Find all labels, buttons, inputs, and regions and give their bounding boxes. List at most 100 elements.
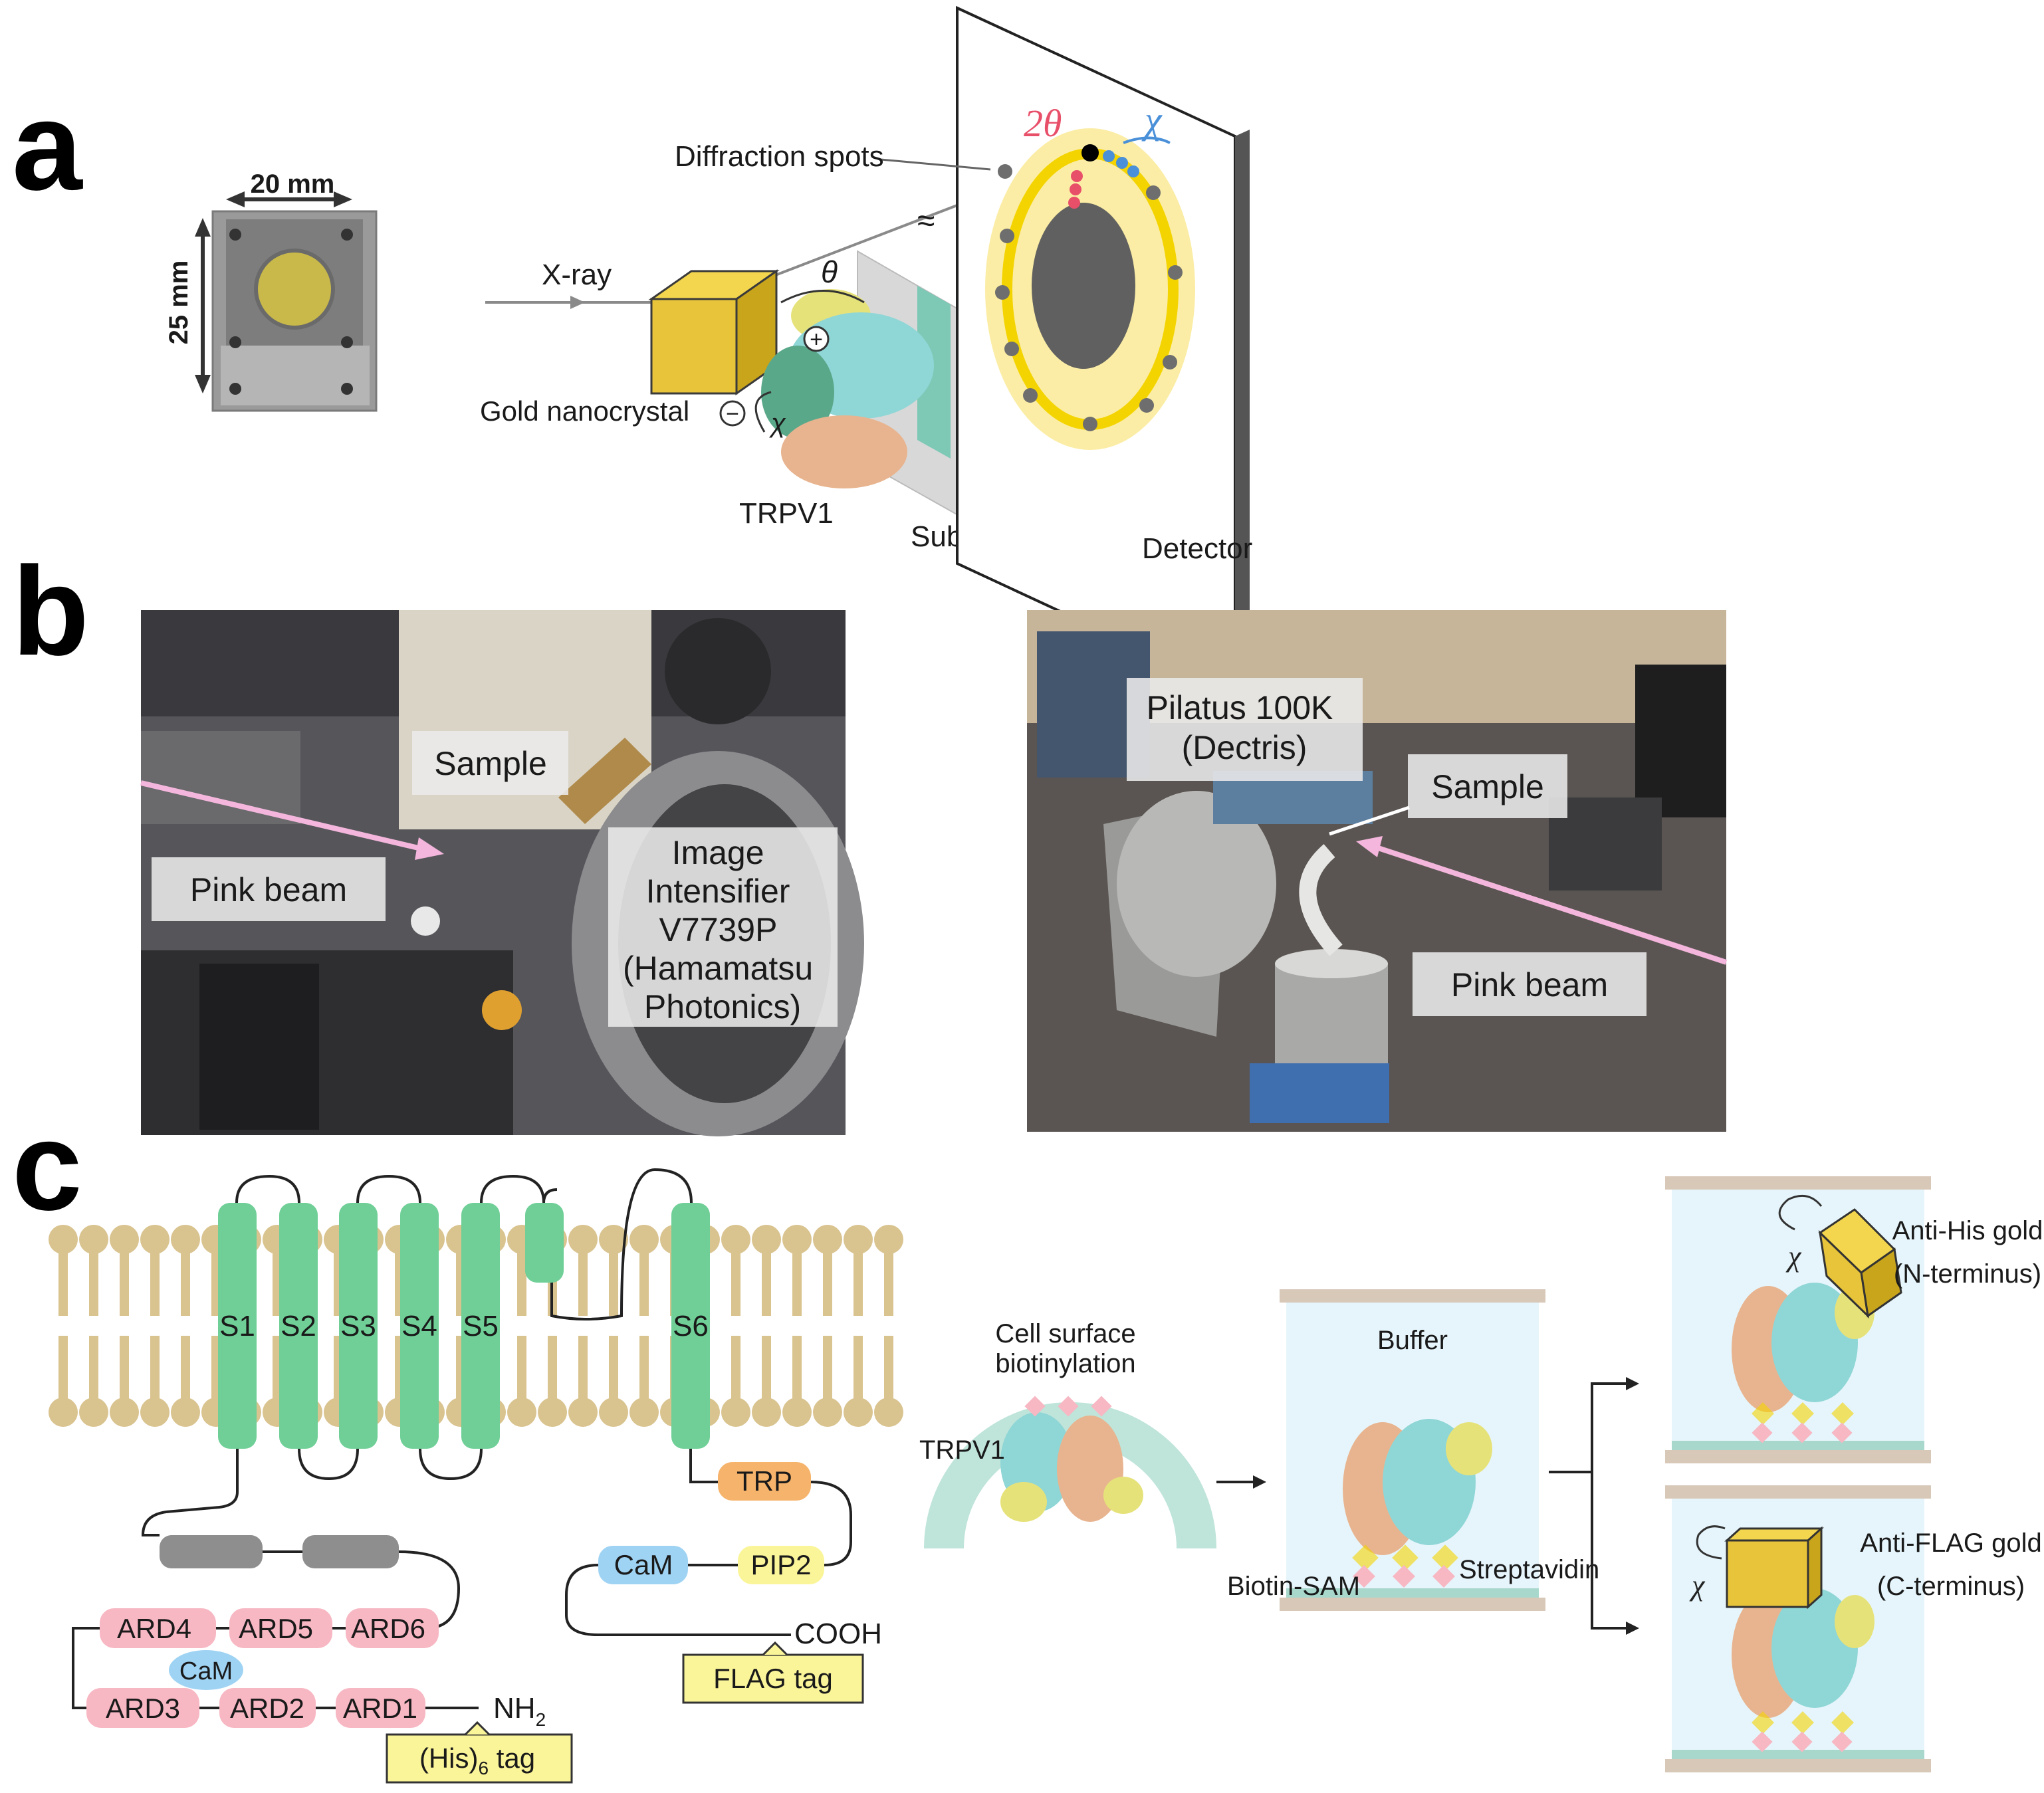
lipid-head [629, 1398, 659, 1427]
diffraction-spots-label: Diffraction spots [675, 140, 884, 173]
panel-letter-a: a [12, 76, 83, 217]
cooh-label: COOH [794, 1618, 882, 1650]
biotin-sam-label: Biotin-SAM [1227, 1572, 1360, 1601]
ankyrin-repeat-domains [86, 1608, 439, 1728]
helix-s6 [671, 1203, 710, 1449]
lipid-tail [609, 1336, 618, 1402]
lipid-head [140, 1225, 170, 1254]
n-terminal-helices [160, 1535, 399, 1568]
helix-s1 [218, 1203, 257, 1449]
lipid-tail [823, 1249, 832, 1316]
his-tag-label: (His)6 tag [419, 1742, 535, 1778]
detector: 2θ χ [956, 5, 1250, 695]
panel-b-right-photo: Pilatus 100K (Dectris) Sample Pink beam [1027, 610, 1728, 1132]
sample-label-right: Sample [1431, 768, 1544, 805]
chamber-bottom-plate [1280, 1598, 1545, 1611]
lipid-head [782, 1398, 812, 1427]
cam-n-terminal [169, 1650, 243, 1690]
trpv1-label: TRPV1 [739, 497, 834, 530]
chi-spots [1103, 150, 1139, 177]
streptavidin-layer [1352, 1544, 1458, 1588]
ard3-label: ARD3 [106, 1693, 180, 1724]
chi-rotation-arc [754, 391, 772, 433]
ard3 [86, 1688, 199, 1728]
lipid-tail [609, 1249, 618, 1316]
lipid-head [752, 1398, 781, 1427]
sample-holder [211, 210, 378, 412]
lipid-head [752, 1225, 781, 1254]
lipid-tail [578, 1249, 588, 1316]
theta-symbol: θ [821, 255, 838, 289]
panel-c-topology: S1 S2 S3 S4 S5 S6 [49, 1168, 903, 1784]
two-theta-spots [1068, 170, 1083, 209]
lipid-head [110, 1398, 139, 1427]
lipid-head [49, 1398, 78, 1427]
lipid-head [813, 1225, 842, 1254]
theta-arc [780, 290, 865, 304]
lipid-head [874, 1398, 903, 1427]
lipid-tail [517, 1336, 526, 1402]
lipid-head [538, 1398, 567, 1427]
lipid-tail [884, 1336, 893, 1402]
trpv1-on-cell [1000, 1396, 1143, 1522]
his-tag-box [386, 1733, 573, 1784]
lipid-tail [150, 1336, 160, 1402]
lipid-head [49, 1225, 78, 1254]
lipid-tail [823, 1336, 832, 1402]
sample-width-label: 20 mm [251, 169, 335, 199]
anti-flag-label-2: (C-terminus) [1877, 1572, 2025, 1601]
trp-label: TRP [737, 1465, 792, 1497]
lipid-head [782, 1225, 812, 1254]
helix-s3 [339, 1203, 378, 1449]
two-theta-symbol: 2θ [1024, 102, 1062, 145]
ard6 [346, 1608, 439, 1648]
anti-flag-gold-cube [1724, 1526, 1824, 1610]
lipid-head [507, 1398, 536, 1427]
lipid-tail [517, 1249, 526, 1316]
ard1 [336, 1688, 425, 1728]
minus-rotation-marker [719, 400, 746, 427]
gold-cube [648, 269, 780, 395]
beam-break-mark: ≈ [917, 203, 935, 239]
lipid-tail [58, 1249, 68, 1316]
lipid-head [844, 1225, 873, 1254]
lipid-head [171, 1398, 200, 1427]
lipid-tail [731, 1249, 740, 1316]
lipid-head [721, 1225, 750, 1254]
lipid-tail [853, 1249, 863, 1316]
panel-letter-c: c [12, 1096, 82, 1237]
xray-label: X-ray [542, 259, 612, 291]
anti-his-gold-cube [1818, 1208, 1902, 1319]
pilatus-label-box [1127, 678, 1363, 781]
lipid-head [599, 1225, 628, 1254]
helix-s2-label: S2 [281, 1310, 316, 1342]
lipid-head [568, 1225, 598, 1254]
anti-his-label-1: Anti-His gold [1892, 1216, 2043, 1245]
ard4-label: ARD4 [117, 1613, 191, 1644]
lipid-tail [548, 1336, 557, 1402]
sample-label-box-right [1408, 754, 1567, 818]
ard5 [229, 1608, 332, 1648]
lipid-tail [884, 1249, 893, 1316]
lipid-head [874, 1225, 903, 1254]
lipid-head [813, 1398, 842, 1427]
ard2 [219, 1688, 316, 1728]
helix-s5-label: S5 [463, 1310, 499, 1342]
lipid-tail [89, 1249, 98, 1316]
anti-his-label-2: (N-terminus) [1894, 1259, 2041, 1289]
lipid-tail [58, 1336, 68, 1402]
lipid-tail [762, 1336, 771, 1402]
sample-height-label: 25 mm [164, 261, 193, 345]
lipid-tail [120, 1249, 129, 1316]
trpv1-on-substrate [1343, 1419, 1492, 1555]
buffer-label: Buffer [1377, 1326, 1448, 1355]
cell-surface-label-2: biotinylation [995, 1349, 1135, 1378]
diffraction-spots-leader [880, 158, 991, 171]
lipid-tail [89, 1336, 98, 1402]
trp-domain [718, 1462, 811, 1501]
substrate-sam-layer [917, 286, 951, 459]
helix-s4-label: S4 [401, 1310, 437, 1342]
chi-anti-flag: χ [1689, 1569, 1706, 1602]
helix-s4 [400, 1203, 439, 1449]
lipid-tail [120, 1336, 129, 1402]
